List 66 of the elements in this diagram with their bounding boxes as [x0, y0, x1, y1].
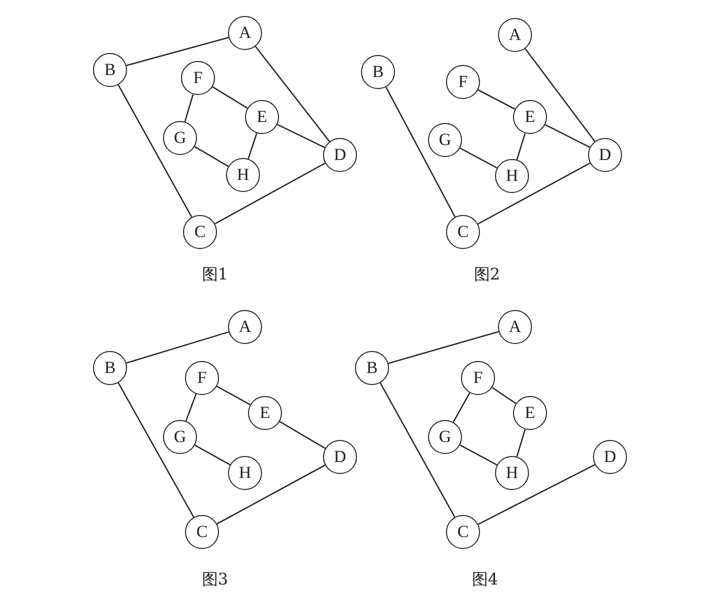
vertex-circle: C [446, 215, 480, 249]
vertex-circle: B [355, 351, 389, 385]
connector-line [126, 331, 229, 364]
connector-line [212, 86, 248, 109]
connector-line [516, 429, 526, 457]
connector-line [277, 124, 325, 148]
connector-line [248, 132, 258, 160]
vertex-circle: C [446, 515, 480, 549]
connector-line [516, 133, 526, 160]
vertex-circle: A [498, 18, 532, 52]
vertex-circle: D [593, 440, 627, 474]
vertex-circle: C [185, 515, 219, 549]
vertex-circle: C [183, 215, 217, 249]
vertex-circle: H [495, 456, 529, 490]
vertex-circle: F [446, 65, 480, 99]
connector-line [478, 162, 590, 224]
connector-line [460, 444, 498, 466]
connector-line [118, 84, 192, 218]
connector-line [452, 392, 470, 422]
vertex-circle: H [495, 159, 529, 193]
connector-line [524, 48, 596, 142]
connector-line [194, 146, 229, 167]
connector-line [185, 394, 197, 422]
connector-line [279, 421, 326, 449]
connector-line [214, 162, 326, 224]
vertex-circle: F [185, 361, 219, 395]
connector-line [380, 382, 456, 518]
connector-line [388, 331, 499, 364]
connector-line [460, 147, 498, 169]
vertex-circle: D [588, 138, 622, 172]
figure-caption: 图4 [472, 570, 498, 590]
vertex-circle: D [323, 440, 357, 474]
vertex-circle: A [498, 310, 532, 344]
vertex-circle: H [226, 158, 260, 192]
figure-caption: 图1 [202, 264, 228, 286]
connector-line [194, 444, 230, 466]
vertex-circle: B [93, 351, 127, 385]
connector-line [126, 36, 229, 66]
vertex-circle: F [181, 61, 215, 95]
vertex-circle: E [513, 100, 547, 134]
vertex-circle: A [228, 16, 262, 50]
vertex-circle: E [513, 396, 547, 430]
vertex-circle: H [228, 456, 262, 490]
connector-line [118, 382, 194, 518]
connector-line [492, 386, 516, 404]
vertex-circle: B [93, 53, 127, 87]
vertex-circle: A [228, 310, 262, 344]
connector-line [544, 124, 590, 148]
connector-line [254, 46, 330, 142]
connector-line [216, 386, 250, 406]
figure-caption: 图3 [202, 570, 228, 590]
vertex-circle: B [361, 55, 395, 89]
vertex-circle: G [163, 121, 197, 155]
connector-line [385, 86, 456, 218]
connector-line [184, 94, 194, 122]
vertex-circle: G [163, 420, 197, 454]
vertex-circle: E [248, 396, 282, 430]
vertex-circle: D [323, 138, 357, 172]
connector-line [478, 89, 516, 110]
vertex-circle: F [461, 361, 495, 395]
connector-line [478, 464, 596, 525]
vertex-circle: G [428, 123, 462, 157]
vertex-circle: E [245, 100, 279, 134]
figure-caption: 图2 [474, 264, 500, 286]
connector-line [216, 464, 326, 524]
vertex-circle: G [428, 420, 462, 454]
